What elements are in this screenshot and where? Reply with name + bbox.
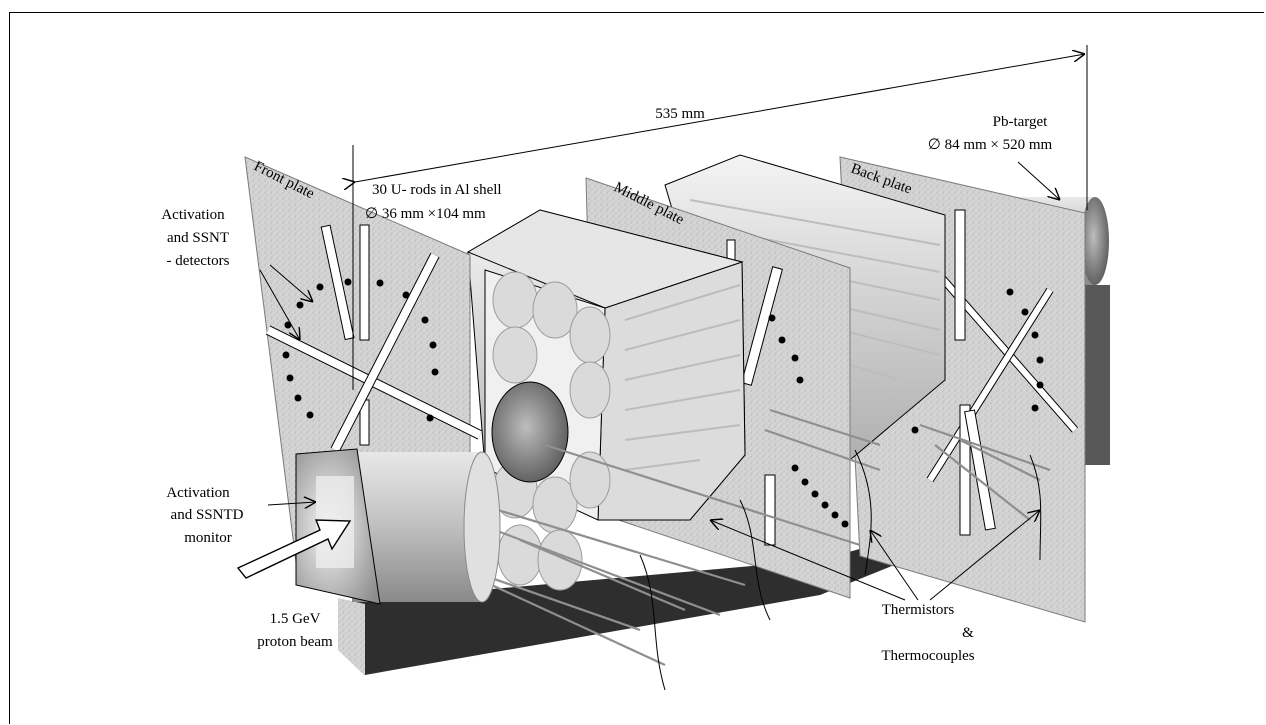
wire-bundles <box>639 449 1042 691</box>
thermo-label-3: Thermocouples <box>881 648 974 664</box>
front-rod-block <box>466 209 746 591</box>
pb-target-dims: ∅ 84 mm × 520 mm <box>928 137 1053 153</box>
base-plate <box>338 490 1080 675</box>
beam-label-2: proton beam <box>257 634 333 650</box>
pb-target-label: Pb-target <box>993 114 1049 130</box>
dimension-label: 535 mm <box>655 106 705 122</box>
beam-label-1: 1.5 GeV <box>270 611 321 627</box>
monitor-label-1: Activation <box>166 485 230 501</box>
activation-label-1: Activation <box>161 207 225 223</box>
rods-dims: ∅ 36 mm ×104 mm <box>365 206 486 222</box>
target-end-disk <box>491 381 569 483</box>
activation-label-2: and SSNT <box>167 230 229 246</box>
base-plate-edge <box>338 598 365 676</box>
rods-label: 30 U- rods in Al shell <box>372 182 502 198</box>
monitor-label-3: monitor <box>184 530 232 546</box>
thermo-label-1: Thermistors <box>882 602 955 618</box>
front-plate-dots <box>282 278 439 422</box>
proton-beam-arrow <box>236 519 352 579</box>
dimension-line <box>353 45 1088 390</box>
monitor-label-2: and SSNTD <box>171 507 244 523</box>
middle-plate-dots <box>736 296 849 528</box>
leader-lines <box>259 161 1060 601</box>
thermo-label-2: & <box>962 625 974 641</box>
figure-frame <box>9 12 1264 724</box>
activation-label-3: - detectors <box>167 253 230 269</box>
